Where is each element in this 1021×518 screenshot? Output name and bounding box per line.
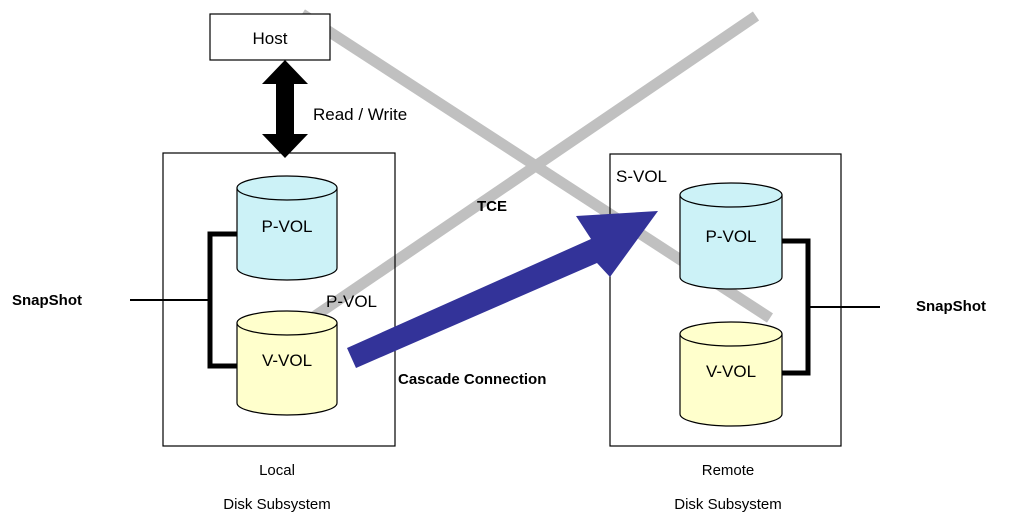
remote-pvol-cylinder — [679, 182, 783, 290]
local-pvol-cylinder — [236, 175, 338, 281]
cross-line-right-to-left — [308, 11, 760, 323]
tce-label: TCE — [477, 198, 507, 215]
remote-snapshot-bracket — [782, 238, 811, 376]
remote-vvol-cylinder — [679, 321, 783, 427]
host-label: Host — [253, 29, 288, 48]
remote-svol-label: S-VOL — [616, 167, 667, 186]
remote-snapshot-label: SnapShot — [916, 298, 986, 315]
local-vvol-cylinder — [236, 310, 338, 416]
remote-pvol-label: P-VOL — [705, 227, 756, 246]
local-caption-line2: Disk Subsystem — [223, 496, 331, 513]
remote-vvol-label: V-VOL — [706, 362, 756, 381]
local-caption-line1: Local — [259, 462, 295, 479]
remote-caption-line1: Remote — [702, 462, 755, 479]
read-write-arrow — [262, 60, 308, 158]
remote-subsystem-box — [609, 153, 842, 447]
cascade-arrow — [347, 211, 658, 368]
local-snapshot-label: SnapShot — [12, 292, 82, 309]
local-vvol-label: V-VOL — [262, 351, 312, 370]
local-vvol-role-label: P-VOL — [326, 292, 377, 311]
local-pvol-label: P-VOL — [261, 217, 312, 236]
local-snapshot-bracket — [207, 231, 237, 369]
cascade-label: Cascade Connection — [398, 371, 546, 388]
host-box — [209, 13, 331, 61]
read-write-label: Read / Write — [313, 105, 407, 124]
remote-caption-line2: Disk Subsystem — [674, 496, 782, 513]
